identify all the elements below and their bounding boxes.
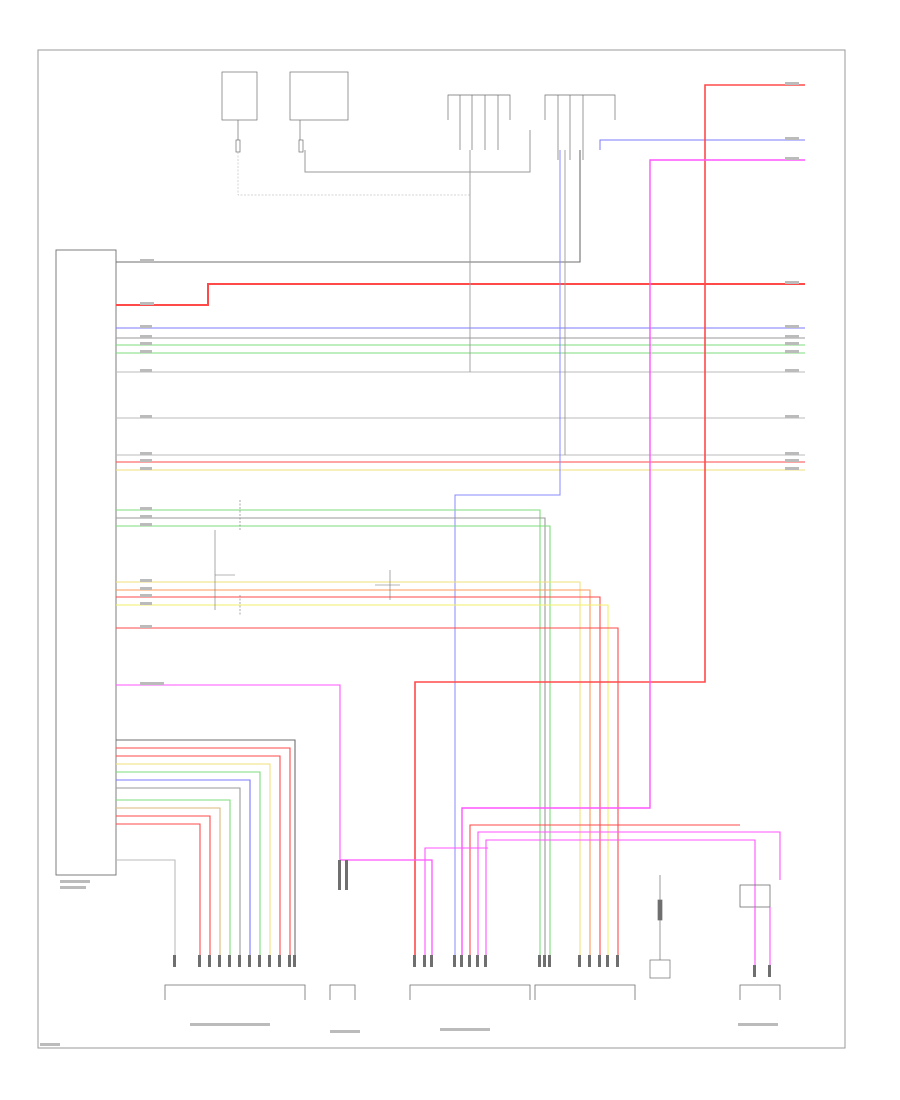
middle-wires xyxy=(116,509,619,960)
wire-blue-vert xyxy=(599,139,805,150)
small-device xyxy=(649,875,671,979)
ecm-wires xyxy=(116,139,805,960)
lower-right-wires xyxy=(424,824,781,960)
wire-blue-lower xyxy=(454,150,561,960)
diagram-border xyxy=(37,49,846,1049)
bottom-connectors xyxy=(164,984,781,1000)
top-relay-right-box xyxy=(289,71,349,121)
top-relay-group xyxy=(221,71,349,153)
ecm-box xyxy=(55,249,117,876)
ecm-pin-ticks xyxy=(116,261,124,861)
center-connector xyxy=(409,984,531,1000)
device-connector xyxy=(739,984,781,1000)
left-connector xyxy=(164,984,306,1000)
pin-labels xyxy=(40,82,799,1046)
top-relay-dash xyxy=(237,152,471,196)
top-connector-group xyxy=(447,94,616,160)
top-relay-left-box xyxy=(221,71,258,121)
wire-black-top xyxy=(116,150,581,263)
top-gray-wire xyxy=(304,130,531,173)
left-connector-wires xyxy=(116,739,296,960)
connector-pins xyxy=(173,860,771,977)
right-connector xyxy=(534,984,636,1000)
right-long-wires xyxy=(340,84,805,960)
wire-red-main xyxy=(116,283,805,306)
middle-transistors xyxy=(214,500,400,615)
small-connector xyxy=(329,984,356,1000)
